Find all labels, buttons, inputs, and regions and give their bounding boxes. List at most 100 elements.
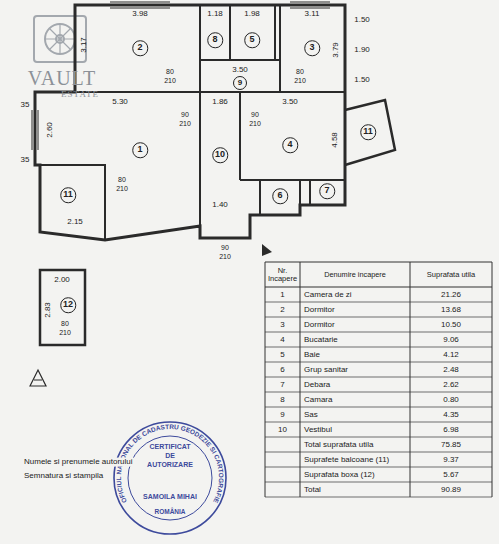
watermark: ESTATE [61, 90, 99, 100]
door-size: 80 [166, 68, 174, 76]
door-size: 210 [59, 329, 71, 337]
table-cell: 21.26 [441, 290, 461, 299]
table-rule [265, 407, 492, 408]
door-size: 90 [221, 244, 229, 252]
dimension-label: 4.58 [331, 132, 340, 148]
table-rule [300, 262, 301, 497]
dimension-label: 35 [21, 156, 30, 165]
table-cell: 10 [278, 425, 287, 434]
table-rule [265, 347, 492, 348]
table-cell: Total suprafata utila [304, 440, 373, 449]
drawing-stroke [45, 24, 75, 54]
table-rule [265, 377, 492, 378]
dimension-label: 1.18 [207, 10, 223, 19]
drawing-stroke [35, 5, 345, 240]
table-header: Denumire incapere [301, 270, 409, 278]
drawing-stroke [34, 16, 86, 62]
table-rule [492, 262, 493, 497]
table-cell: 0.80 [443, 395, 459, 404]
dimension-label: 3.98 [132, 10, 148, 19]
table-rule [265, 332, 492, 333]
table-cell: 2 [280, 305, 284, 314]
dimension-label: 2.00 [54, 276, 70, 285]
table-cell: Debara [304, 380, 330, 389]
dimension-label: 1.98 [244, 10, 260, 19]
callout-number: 3 [304, 40, 320, 56]
dimension-label: 1.86 [212, 98, 228, 107]
table-cell: 3 [280, 320, 284, 329]
table-cell: 2.48 [443, 365, 459, 374]
door-size: 90 [181, 111, 189, 119]
table-rule [265, 497, 492, 498]
callout-number: 8 [207, 32, 223, 48]
drawing-stroke [114, 422, 226, 534]
table-rule [265, 262, 492, 263]
watermark-logo [34, 16, 86, 62]
table-cell: 2.62 [443, 380, 459, 389]
callout-number: 9 [233, 76, 247, 90]
stamp-text: CERTIFICAT [149, 443, 190, 451]
table-cell: Dormitor [304, 320, 335, 329]
table-cell: 9 [280, 410, 284, 419]
door-size: 90 [251, 111, 259, 119]
table-cell: Baie [304, 350, 320, 359]
callout-number: 6 [272, 188, 288, 204]
dimension-label: 3.17 [80, 37, 89, 53]
stamp-text: SAMOILA MIHAI [143, 493, 197, 501]
table-rule [265, 286, 492, 287]
table-cell: 4.35 [443, 410, 459, 419]
table-cell: Grup sanitar [304, 365, 348, 374]
dimension-label: 3.50 [282, 98, 298, 107]
callout-number: 12 [60, 297, 76, 313]
dimension-label: 2.60 [46, 122, 55, 138]
callout-number: 7 [319, 183, 335, 199]
dimension-label: 1.50 [354, 16, 370, 25]
section-mark [262, 244, 272, 256]
table-cell: Sas [304, 410, 318, 419]
section-mark [30, 370, 46, 386]
watermark: VAULT [28, 67, 96, 89]
table-header: Nr. Incapere [266, 266, 299, 283]
door-size: 210 [164, 77, 176, 85]
door-size: 80 [296, 68, 304, 76]
stamp-text: AUTORIZARE [147, 461, 193, 469]
table-cell: Camara [304, 395, 332, 404]
callout-number: 5 [244, 32, 260, 48]
table-cell: 7 [280, 380, 284, 389]
dimension-label: 1.90 [354, 46, 370, 55]
dimension-label: 3.50 [232, 66, 248, 75]
walls [35, 5, 395, 345]
door-size: 80 [118, 176, 126, 184]
callout-number: 4 [282, 137, 298, 153]
table-cell: Vestibul [304, 425, 332, 434]
table-rule [265, 317, 492, 318]
callout-number: 11 [360, 124, 376, 140]
stamp-text: ROMÂNIA [154, 508, 185, 515]
door-size: 210 [294, 77, 306, 85]
table-rule [265, 422, 492, 423]
drawing-stroke [40, 5, 345, 239]
drawing-stroke [345, 100, 395, 165]
dimension-label: 1.50 [354, 76, 370, 85]
table-cell: 6.98 [443, 425, 459, 434]
table-rule [265, 362, 492, 363]
table-header: Suprafata utila [411, 270, 491, 278]
table-cell: 13.68 [441, 305, 461, 314]
table-cell: 9.37 [443, 455, 459, 464]
dimension-label: 35 [21, 101, 30, 110]
note-text: Numele si prenumele autorului [22, 458, 135, 467]
table-rule [265, 482, 492, 483]
drawing-stroke [45, 24, 75, 54]
table-cell: 8 [280, 395, 284, 404]
table-cell: 9.06 [443, 335, 459, 344]
table-cell: Total [304, 485, 321, 494]
table-cell: Dormitor [304, 305, 335, 314]
table-cell: 90.89 [441, 485, 461, 494]
table-cell: 10.50 [441, 320, 461, 329]
table-rule [265, 467, 492, 468]
dimension-label: 5.30 [112, 98, 128, 107]
door-size: 80 [61, 320, 69, 328]
callout-number: 10 [212, 147, 228, 163]
table-rule [265, 392, 492, 393]
